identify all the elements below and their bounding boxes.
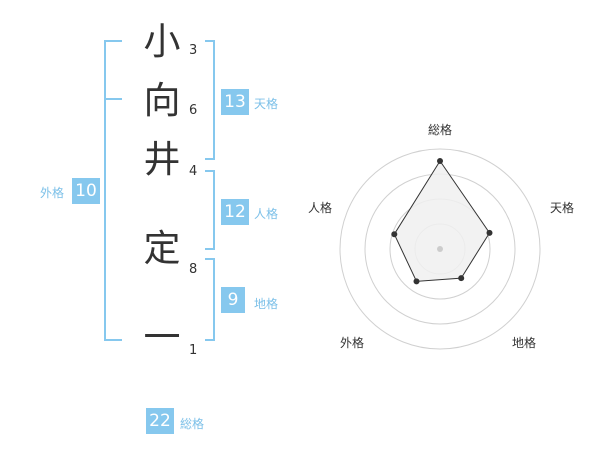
stroke-count-3: 4 bbox=[189, 164, 198, 179]
radar-point-1 bbox=[437, 158, 443, 164]
radar-ring bbox=[339, 148, 541, 350]
radar-series-polygon bbox=[393, 160, 491, 282]
gaikaku-label: 外格 bbox=[40, 186, 65, 200]
radar-point-5 bbox=[391, 231, 398, 238]
stroke-count-2: 6 bbox=[189, 103, 198, 118]
tenkaku-badge: 13 bbox=[221, 89, 249, 115]
soukaku-badge: 22 bbox=[146, 408, 174, 434]
radar-point-3 bbox=[458, 275, 465, 282]
radar-center-dot bbox=[437, 246, 443, 252]
radar-axis-label-tenkaku: 天格 bbox=[550, 200, 574, 215]
name-char-3: 井 bbox=[143, 138, 181, 181]
gaikaku-badge: 10 bbox=[72, 178, 100, 204]
radar-axis-label-jinkaku: 人格 bbox=[308, 200, 332, 215]
name-char-1: 小 bbox=[143, 20, 181, 63]
chikaku-bracket bbox=[205, 258, 215, 341]
jinkaku-badge: 12 bbox=[221, 199, 249, 225]
radar-point-2 bbox=[486, 229, 493, 236]
name-char-5: 一 bbox=[143, 316, 181, 359]
name-char-2: 向 bbox=[143, 79, 181, 122]
radar-point-4 bbox=[413, 278, 420, 285]
tenkaku-bracket bbox=[205, 40, 215, 160]
chikaku-label: 地格 bbox=[254, 297, 279, 311]
radar-points bbox=[391, 158, 493, 285]
tenkaku-label: 天格 bbox=[254, 97, 279, 111]
stroke-count-4: 8 bbox=[189, 262, 198, 277]
jinkaku-label: 人格 bbox=[254, 207, 279, 221]
radar-axis-label-gaikaku: 外格 bbox=[340, 335, 364, 350]
gaikaku-bracket-tick bbox=[104, 98, 122, 100]
soukaku-label: 総格 bbox=[180, 417, 205, 431]
name-char-4: 定 bbox=[143, 227, 181, 270]
jinkaku-bracket bbox=[205, 170, 215, 250]
radar-axis-label-soukaku: 総格 bbox=[428, 122, 452, 137]
stroke-count-1: 3 bbox=[189, 43, 198, 58]
stroke-count-5: 1 bbox=[189, 343, 198, 358]
radar-axis-label-chikaku: 地格 bbox=[512, 335, 536, 350]
gaikaku-bracket bbox=[104, 40, 122, 341]
radar-chart: 総格 天格 地格 外格 人格 bbox=[308, 122, 574, 350]
chikaku-badge: 9 bbox=[221, 287, 245, 313]
